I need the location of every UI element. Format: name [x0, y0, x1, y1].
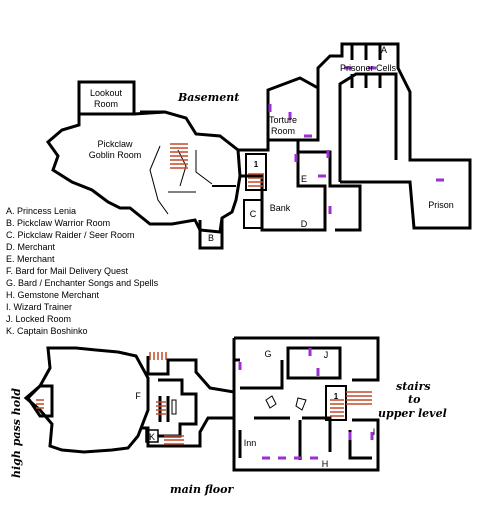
legend-item: I. Wizard Trainer	[6, 302, 73, 312]
prisoner-cells-label: Prisoner Cells	[340, 63, 397, 73]
main-stair-number: 1	[334, 392, 339, 401]
legend-item: B. Pickclaw Warrior Room	[6, 218, 111, 228]
stairs-label-3: upper level	[378, 407, 447, 420]
legend: A. Princess Lenia B. Pickclaw Warrior Ro…	[6, 205, 158, 337]
main-floor-inner	[171, 395, 307, 415]
pickclaw-goblin-room-label-2: Goblin Room	[89, 150, 142, 160]
main-floor-walls	[23, 336, 380, 472]
marker-a: A	[381, 45, 387, 55]
basement-stair-number: 1	[254, 160, 259, 169]
marker-b: B	[208, 233, 214, 243]
legend-item: E. Merchant	[6, 254, 55, 264]
high-pass-hold-title: high pass hold	[10, 388, 23, 478]
legend-item: H. Gemstone Merchant	[6, 290, 100, 300]
marker-e: E	[301, 174, 307, 184]
legend-item: A. Princess Lenia	[6, 206, 77, 216]
bank-label: Bank	[270, 203, 291, 213]
basement-doors	[268, 66, 444, 214]
stairs-label-2: to	[408, 393, 420, 406]
main-floor-stairs	[36, 352, 372, 445]
prison-label: Prison	[428, 200, 454, 210]
basement-stairs	[170, 143, 264, 187]
legend-item: C. Pickclaw Raider / Seer Room	[6, 230, 135, 240]
stairs-label-1: stairs	[396, 380, 431, 393]
torture-room-label: Torture	[269, 115, 297, 125]
legend-item: F. Bard for Mail Delivery Quest	[6, 266, 129, 276]
basement-walls	[45, 42, 472, 250]
marker-c: C	[250, 209, 257, 219]
basement-title: Basement	[177, 91, 239, 104]
legend-item: K. Captain Boshinko	[6, 326, 88, 336]
marker-g: G	[264, 349, 271, 359]
legend-item: D. Merchant	[6, 242, 56, 252]
inn-label: Inn	[244, 438, 257, 448]
marker-h: H	[322, 459, 329, 469]
legend-item: G. Bard / Enchanter Songs and Spells	[6, 278, 159, 288]
legend-item: J. Locked Room	[6, 314, 72, 324]
marker-j: J	[324, 350, 329, 360]
main-floor-doors	[238, 348, 374, 460]
marker-i: I	[373, 427, 376, 437]
basement-inner-lines	[149, 145, 213, 215]
torture-room-label-2: Room	[271, 126, 295, 136]
marker-d: D	[301, 219, 308, 229]
lookout-room-label-2: Room	[94, 99, 118, 109]
marker-k: K	[149, 432, 155, 442]
lookout-room-label: Lookout	[90, 88, 123, 98]
marker-f: F	[135, 391, 141, 401]
pickclaw-goblin-room-label: Pickclaw	[97, 139, 133, 149]
main-floor-title: main floor	[170, 483, 234, 496]
